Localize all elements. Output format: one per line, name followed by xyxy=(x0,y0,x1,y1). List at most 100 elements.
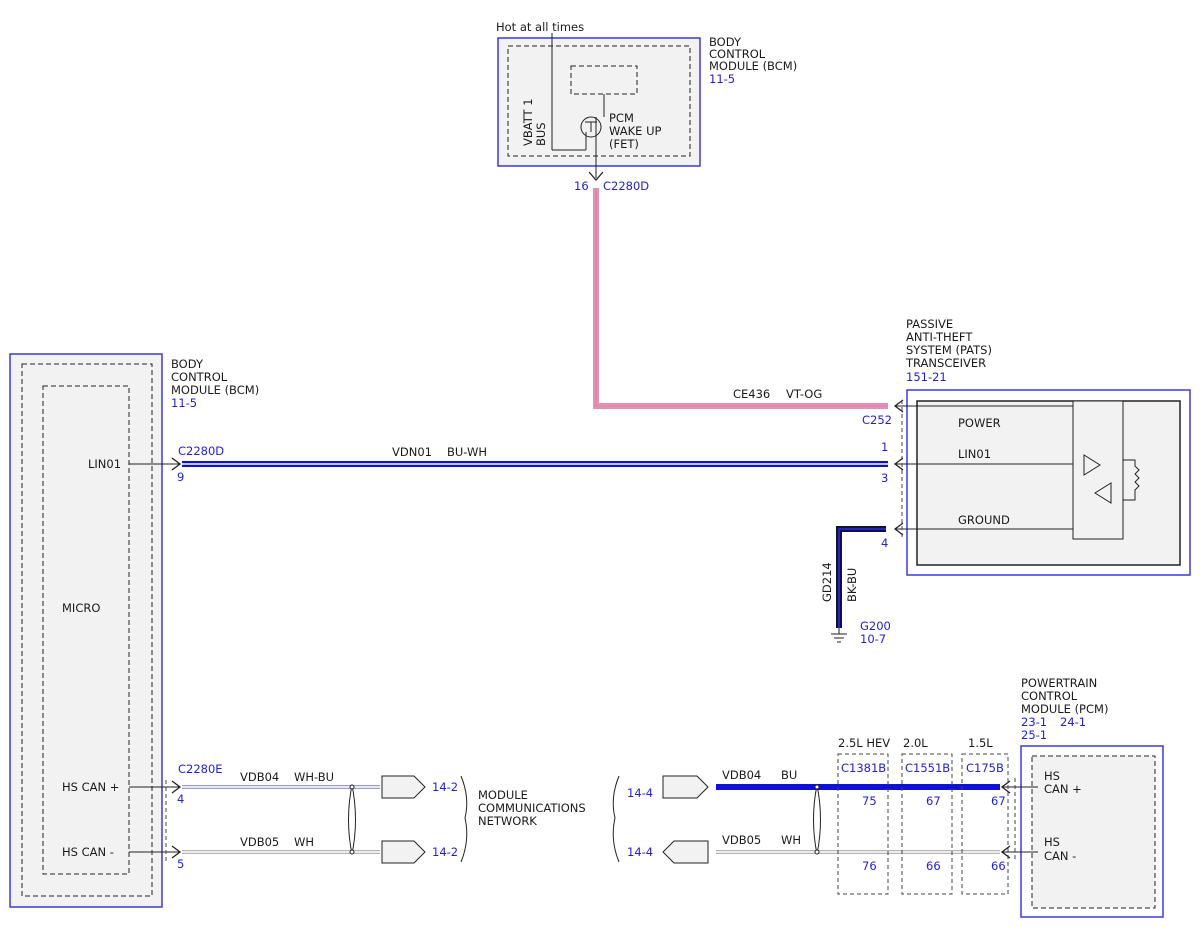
pats-connector: C252 xyxy=(862,413,892,427)
network-label-2: COMMUNICATIONS xyxy=(478,801,586,815)
twisted-pair-left-strand xyxy=(351,784,356,855)
twisted-pair-right-bottom xyxy=(814,849,820,855)
ground-wire-tracer xyxy=(838,528,886,628)
bcm-pin-label-lin01: LIN01 xyxy=(88,457,121,471)
variant-pin-plus-2-5l-hev: 75 xyxy=(862,794,877,808)
twisted-pair-right-icon xyxy=(813,784,818,855)
pcm-pin-can-minus-1: HS xyxy=(1044,835,1060,849)
micro-label: MICRO xyxy=(62,601,100,615)
pats-pin-4: 4 xyxy=(881,536,888,550)
lin-wire[interactable]: VDN01 BU-WH xyxy=(182,445,888,467)
pats-name-1: PASSIVE xyxy=(906,317,953,331)
antenna-coil-icon xyxy=(1123,459,1140,501)
fet-dashed-box xyxy=(570,65,638,95)
bcm-top-module: Hot at all times BODY CONTROL MODULE (BC… xyxy=(496,20,797,193)
variant-box-1-5l xyxy=(961,753,1009,895)
can-minus-arrow-icon xyxy=(171,845,182,859)
can-right-wires[interactable]: 14-4 14-4 VDB04 BU VDB05 WH xyxy=(612,768,1000,864)
pats-pin-3: 3 xyxy=(881,471,888,485)
bcm-left-outline xyxy=(9,353,163,908)
pcm-inner xyxy=(1031,755,1156,909)
pcm-pin-can-plus-2: CAN + xyxy=(1044,782,1082,796)
ground-wire[interactable]: GD214 BK-BU G200 10-7 xyxy=(820,526,891,646)
bcm-top-connector: C2280D xyxy=(603,179,649,193)
bcm-left-ref: 11-5 xyxy=(171,396,197,410)
pcm-name-1: POWERTRAIN xyxy=(1021,676,1097,690)
fet-label-2: WAKE UP xyxy=(609,124,661,138)
network-brace-left-icon xyxy=(460,775,468,863)
lin-wire-color: BU-WH xyxy=(447,445,487,459)
fet-switch-icon xyxy=(580,116,602,138)
twisted-pair-right-strand xyxy=(816,784,821,855)
bcm-pin-label-can-plus: HS CAN + xyxy=(62,780,119,794)
twisted-pair-left-bottom xyxy=(349,849,355,855)
pcm-variant-connectors: 2.5L HEV 2.0L 1.5L C1381B C1551B C175B 7… xyxy=(837,736,1009,895)
network-arrow-left-bottom-icon[interactable] xyxy=(381,840,426,864)
pcm-ref-23-1: 23-1 xyxy=(1021,715,1047,729)
network-label-1: MODULE xyxy=(478,788,528,802)
twisted-pair-right-top xyxy=(814,784,820,790)
network-arrow-right-bottom-icon[interactable] xyxy=(662,840,709,864)
pcm-pin-can-plus-1: HS xyxy=(1044,769,1060,783)
power-wire[interactable]: CE436 VT-OG xyxy=(593,188,888,409)
can-plus-left-color: WH-BU xyxy=(294,770,334,784)
variant-connector-c1381b: C1381B xyxy=(841,761,886,775)
lin01-connector: C2280D xyxy=(178,444,224,458)
variant-engine-1-5l: 1.5L xyxy=(968,736,993,750)
network-ref-right-top[interactable]: 14-4 xyxy=(627,786,653,800)
ground-wire-color: BK-BU xyxy=(845,568,859,602)
can-plus-right-circuit: VDB04 xyxy=(722,768,761,782)
network-ref-left-bottom[interactable]: 14-2 xyxy=(432,845,458,859)
bcm-top-name-2: CONTROL xyxy=(709,47,766,61)
bcm-top-inner xyxy=(507,45,691,157)
pcm-module: HS CAN + HS CAN - POWERTRAIN CONTROL MOD… xyxy=(1000,676,1164,918)
can-minus-left-circuit: VDB05 xyxy=(240,835,279,849)
power-wire-fill[interactable] xyxy=(593,188,888,409)
can-plus-left-circuit: VDB04 xyxy=(240,770,279,784)
fet-label-3: (FET) xyxy=(609,137,639,151)
lin01-arrow-icon xyxy=(171,457,182,471)
variant-box-2-5l-hev xyxy=(837,753,889,895)
can-left-wires[interactable]: VDB04 WH-BU VDB05 WH 14-2 14-2 xyxy=(182,770,468,864)
variant-pin-plus-2-0l: 67 xyxy=(926,794,941,808)
pats-pin-label-ground: GROUND xyxy=(958,513,1010,527)
lin01-pin: 9 xyxy=(177,470,184,484)
network-ref-right-bottom[interactable]: 14-4 xyxy=(627,845,653,859)
bcm-left-module: MICRO BODY CONTROL MODULE (BCM) 11-5 LIN… xyxy=(9,353,259,908)
power-wire-circuit: CE436 xyxy=(733,387,770,401)
bcm-left-inner xyxy=(21,363,153,897)
variant-engine-2-5l-hev: 2.5L HEV xyxy=(838,736,890,750)
pats-transceiver-block xyxy=(1072,400,1124,540)
network-brace-right-icon xyxy=(612,775,620,863)
network-label: MODULE COMMUNICATIONS NETWORK xyxy=(478,788,586,828)
power-wire-color: VT-OG xyxy=(786,387,822,401)
pcm-pin-can-minus-2: CAN - xyxy=(1044,849,1076,863)
can-minus-right-color: WH xyxy=(781,833,801,847)
network-ref-left-top[interactable]: 14-2 xyxy=(432,780,458,794)
network-label-3: NETWORK xyxy=(478,814,537,828)
pats-pin-1: 1 xyxy=(881,440,888,454)
ground-ref: G200 xyxy=(860,619,891,633)
pcm-ref-25-1: 25-1 xyxy=(1021,728,1047,742)
variant-pin-minus-2-0l: 66 xyxy=(926,859,941,873)
twisted-pair-left-top xyxy=(349,784,355,790)
twisted-pair-left-icon xyxy=(348,784,353,855)
pats-pin-label-lin01: LIN01 xyxy=(958,447,991,461)
can-minus-left-color: WH xyxy=(294,835,314,849)
pats-module: POWER LIN01 GROUND C252 1 3 4 PASSIVE AN… xyxy=(862,317,1191,576)
pin-16-arrow-icon xyxy=(588,171,604,181)
pats-ref: 151-21 xyxy=(906,370,947,384)
network-arrow-right-top-icon[interactable] xyxy=(662,775,709,799)
pats-pin-label-power: POWER xyxy=(958,416,1001,430)
variant-pin-minus-1-5l: 66 xyxy=(991,859,1006,873)
ground-page: 10-7 xyxy=(860,632,886,646)
variant-engine-2-0l: 2.0L xyxy=(903,736,928,750)
can-plus-arrow-icon xyxy=(171,780,182,794)
fet-label-1: PCM xyxy=(609,111,634,125)
pats-pin4-arrow-icon xyxy=(893,522,904,536)
bcm-pin-label-can-minus: HS CAN - xyxy=(62,845,114,859)
network-arrow-left-top-icon[interactable] xyxy=(381,775,426,799)
bcm-top-name-3: MODULE (BCM) xyxy=(709,59,797,73)
variant-connector-c1551b: C1551B xyxy=(905,761,950,775)
